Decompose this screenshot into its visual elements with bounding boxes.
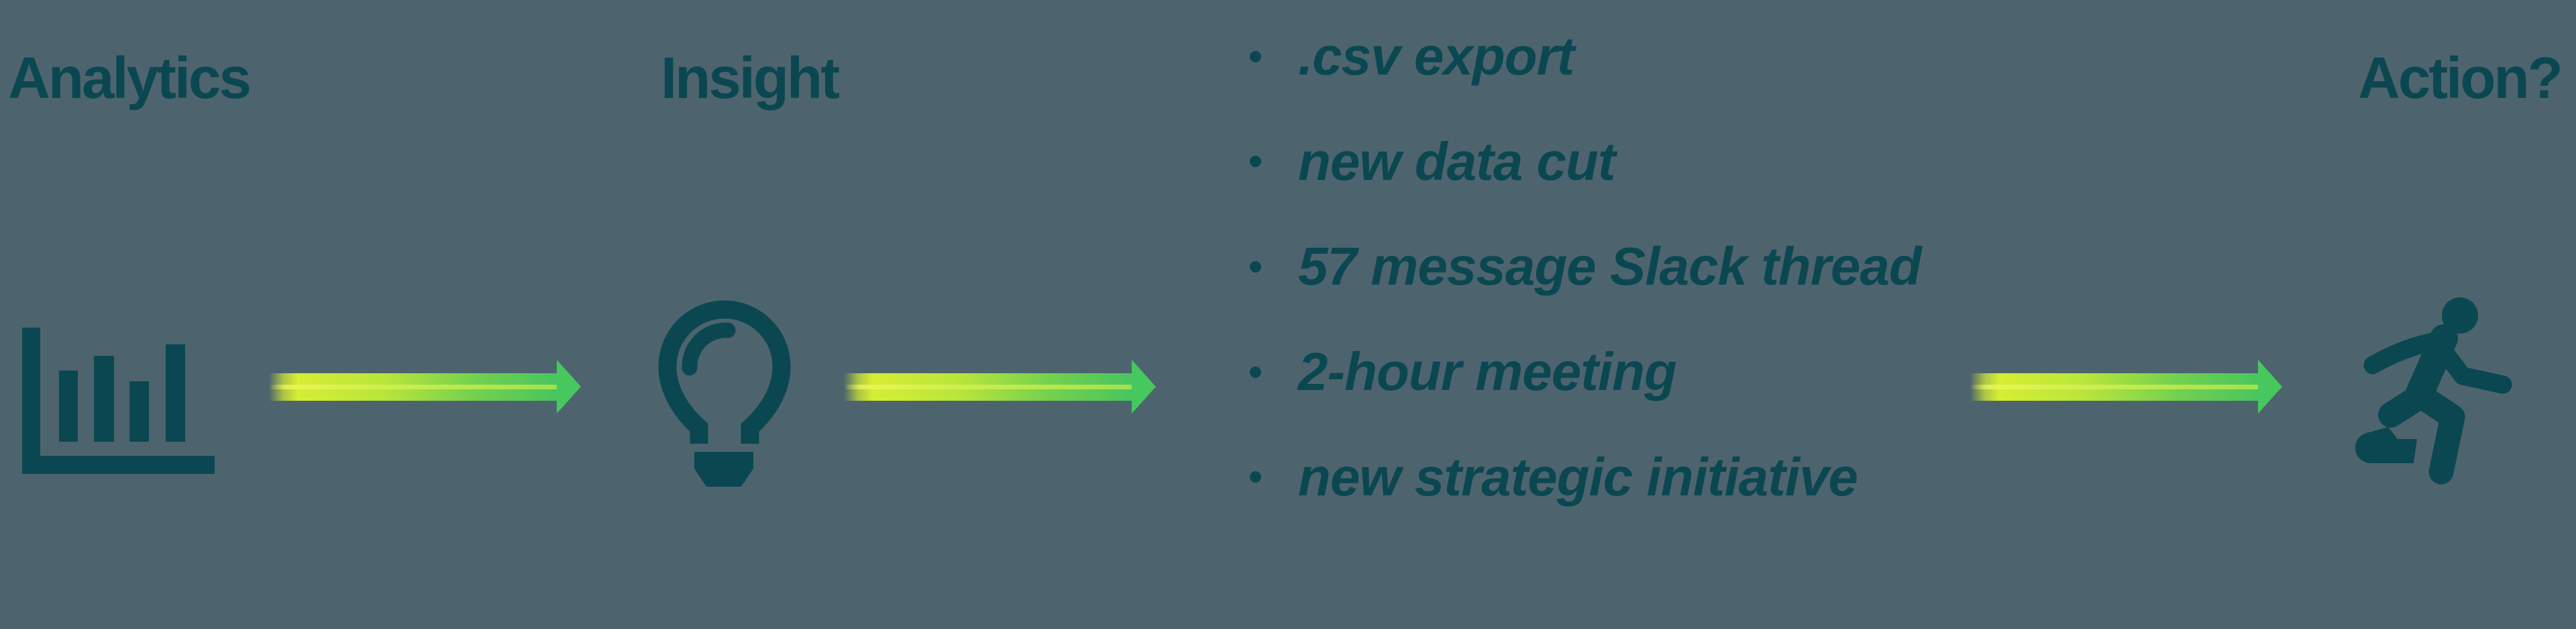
runner-back-shoe	[2355, 427, 2417, 464]
chart-bar	[94, 356, 114, 442]
chart-bar	[59, 371, 78, 442]
list-item-label: 57 message Slack thread	[1298, 236, 1922, 297]
list-item-label: .csv export	[1298, 26, 1574, 87]
bullet-icon	[1250, 366, 1261, 378]
bullet-icon	[1250, 260, 1261, 273]
chart-y-axis	[22, 328, 40, 474]
bulb-base	[694, 452, 753, 487]
arrow-head	[2258, 360, 2282, 414]
flow-arrow-icon	[269, 360, 581, 414]
bullet-icon	[1250, 50, 1261, 62]
list-item: new strategic initiative	[1250, 424, 2122, 530]
running-person-icon	[2355, 297, 2512, 485]
heading-analytics: Analytics	[8, 46, 252, 111]
bulb-outline	[658, 300, 791, 444]
list-item-label: new strategic initiative	[1298, 446, 1858, 507]
arrow-streak	[269, 385, 557, 389]
bullet-icon	[1250, 156, 1261, 168]
list-item: 2-hour meeting	[1250, 320, 2122, 425]
heading-action: Action?	[2358, 46, 2563, 111]
runner-back-leg	[2378, 383, 2433, 428]
heading-insight: Insight	[661, 46, 840, 111]
lightbulb-icon	[658, 300, 791, 487]
arrow-head	[1132, 360, 1156, 414]
chart-bar	[129, 381, 149, 442]
bullet-icon	[1250, 471, 1261, 483]
flow-arrow-icon	[1970, 360, 2282, 414]
chart-x-axis	[22, 456, 215, 474]
chart-bar	[166, 344, 185, 442]
flow-arrow-icon	[844, 360, 1156, 414]
list-item: new data cut	[1250, 109, 2122, 215]
list-item: 57 message Slack thread	[1250, 214, 2122, 320]
bar-chart-icon	[22, 328, 215, 474]
list-item-label: 2-hour meeting	[1298, 342, 1677, 402]
list-item: .csv export	[1250, 4, 2122, 109]
runner-front-arm	[2430, 336, 2512, 394]
arrow-head	[557, 360, 581, 414]
arrow-streak	[1970, 385, 2259, 389]
outcome-list: .csv export new data cut 57 message Slac…	[1250, 4, 2122, 530]
bulb-highlight	[682, 322, 736, 376]
runner-head	[2442, 297, 2478, 334]
list-item-label: new data cut	[1298, 131, 1616, 191]
arrow-streak	[844, 385, 1132, 389]
